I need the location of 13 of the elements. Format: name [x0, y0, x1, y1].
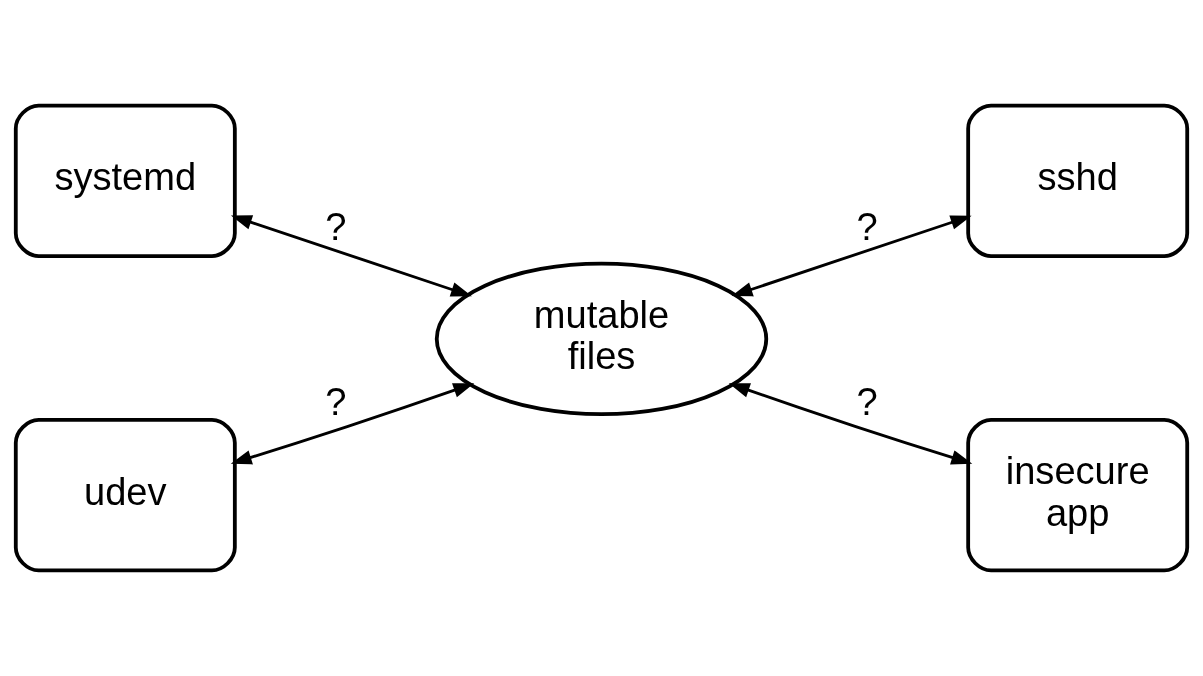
- node-box: sshd: [966, 103, 1190, 258]
- node-ellipse: mutable files: [434, 261, 769, 417]
- arrow: [728, 383, 973, 465]
- edge-label: ?: [856, 381, 878, 424]
- edge-label: ?: [325, 205, 347, 248]
- node-box: udev: [13, 418, 237, 573]
- arrow: [731, 215, 972, 297]
- edge-label: ?: [325, 381, 347, 424]
- arrow: [230, 383, 475, 465]
- edge-label: ?: [856, 205, 878, 248]
- node-box: insecure app: [966, 418, 1190, 573]
- node-box: systemd: [13, 103, 237, 258]
- arrow: [230, 215, 472, 297]
